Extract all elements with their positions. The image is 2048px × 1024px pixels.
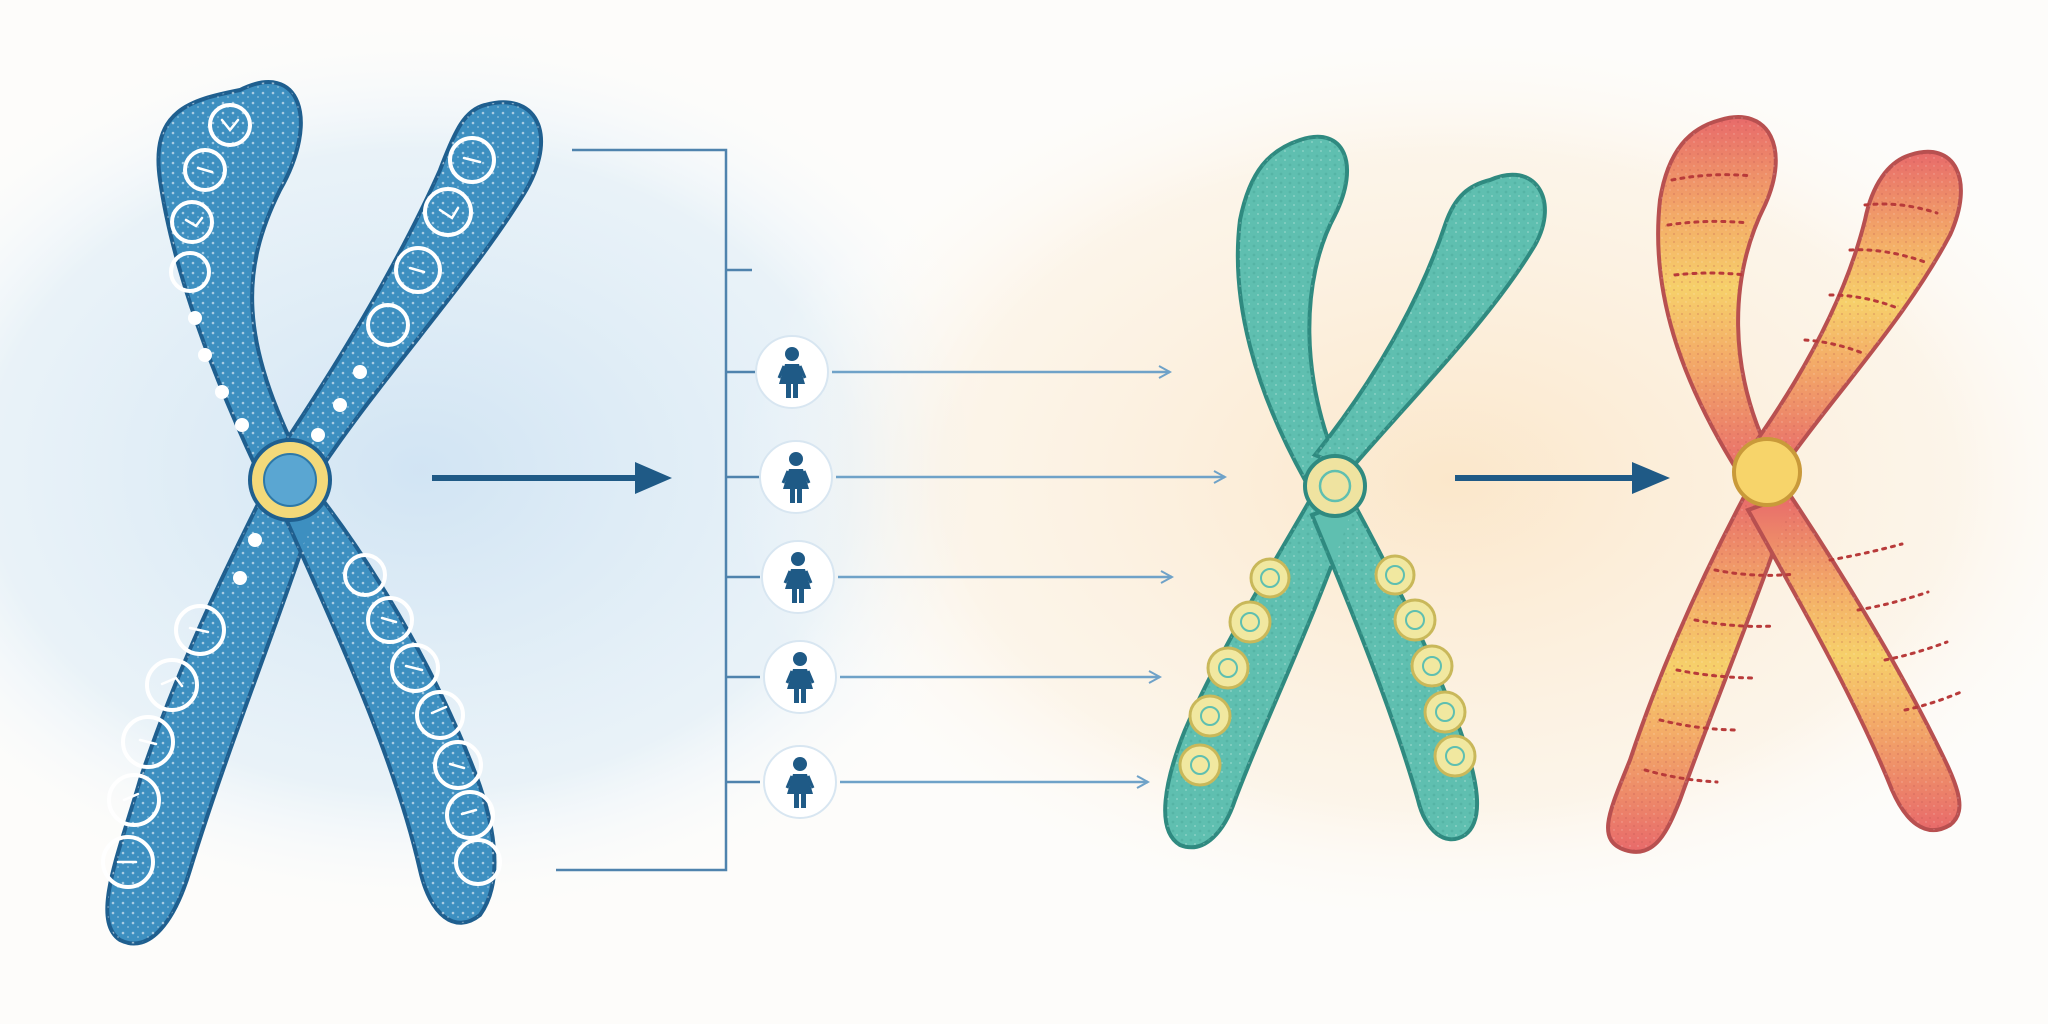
person-icon-3: [761, 540, 835, 614]
teal-chromosome: [1163, 134, 1547, 850]
teal-centromere: [1303, 454, 1367, 518]
teal-chromosome-texture: [1165, 136, 1545, 848]
gradient-centromere: [1732, 437, 1802, 507]
teal-bands-lower-left: [1178, 557, 1291, 787]
teal-centromere-core: [1318, 469, 1352, 503]
source-bands-lower-right: [343, 553, 502, 886]
gradient-chromosome: [1606, 115, 1963, 854]
source-chromosome-texture: [107, 82, 542, 944]
person-icons: [755, 335, 1225, 819]
person-icon-4: [763, 640, 837, 714]
person-icon-5: [763, 745, 837, 819]
source-chromosome: [101, 80, 544, 946]
source-band-details: [116, 118, 482, 864]
source-bands-lower-left: [101, 604, 226, 889]
person-icon-2: [759, 440, 833, 514]
source-centromere-core: [263, 453, 317, 507]
source-dots-lower-left: [233, 533, 262, 585]
source-dots-upper-left: [188, 311, 249, 432]
person-icon-1: [755, 335, 829, 409]
source-bands-upper-right: [366, 136, 496, 347]
teal-bands-lower-right: [1374, 554, 1477, 778]
background-warm-glow: [730, 10, 2048, 950]
arrow-to-gradient: [1455, 462, 1670, 494]
gradient-chromosome-texture: [1608, 117, 1961, 852]
teal-band-details: [1190, 565, 1465, 775]
fan-bracket: [556, 148, 760, 872]
gradient-band-lines: [1643, 173, 1963, 784]
source-dots-upper-right: [311, 365, 367, 442]
source-bands-upper-left: [169, 103, 252, 293]
arrow-to-fan: [432, 462, 672, 494]
